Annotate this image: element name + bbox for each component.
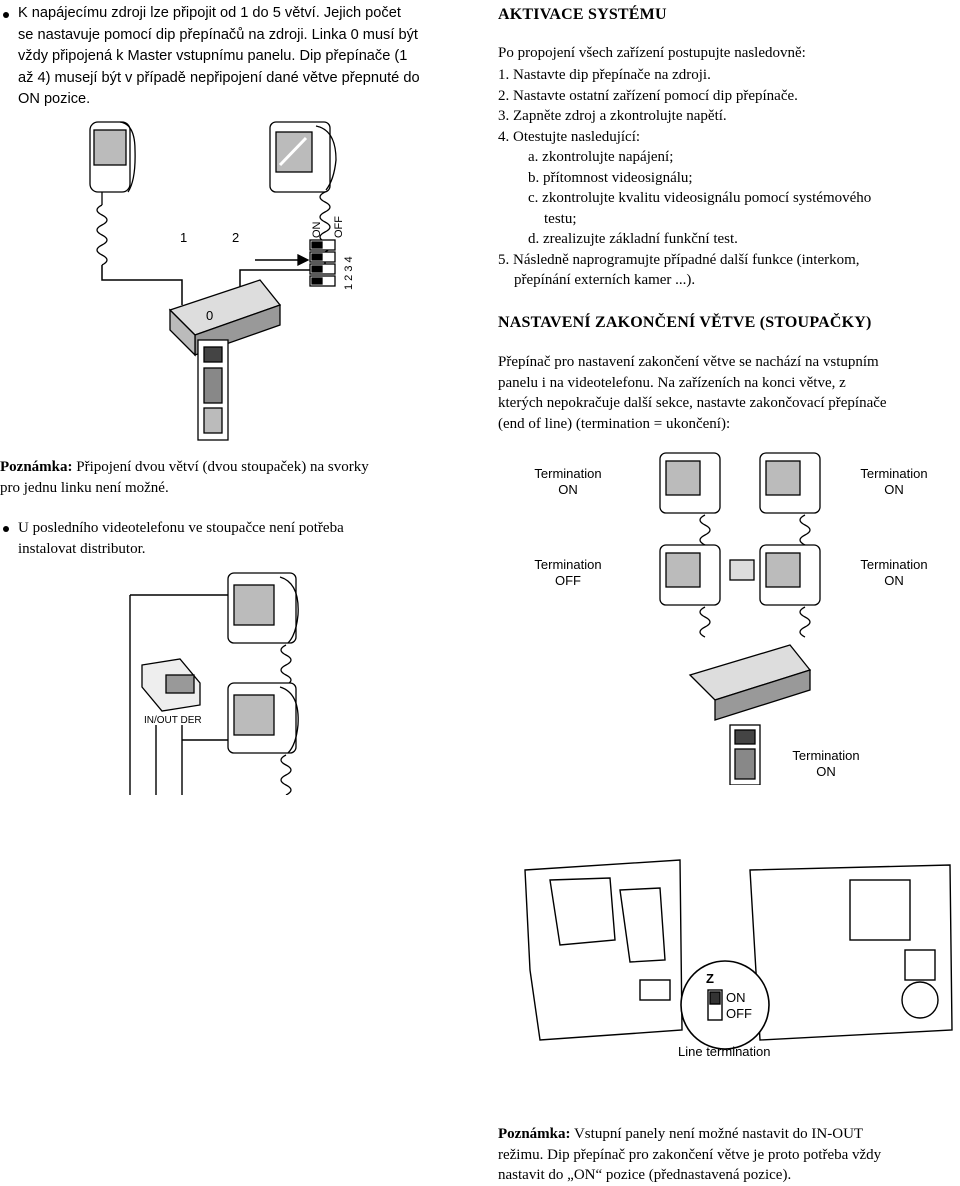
- intro-line: vždy připojená k Master vstupnímu panelu…: [18, 48, 408, 64]
- note-text: Vstupní panely není možné nastavit do IN…: [570, 1126, 864, 1142]
- distributor-label: IN/OUT DER: [144, 715, 202, 726]
- step-subitem: c. zkontrolujte kvalitu videosignálu pom…: [528, 190, 872, 206]
- nastaveni-line: kterých nepokračuje další sekce, nastavt…: [498, 395, 887, 411]
- step-item: přepínání externích kamer ...).: [514, 272, 696, 288]
- term-label-mid-left: OFF: [555, 573, 581, 588]
- dip-numbers-label: 1 2 3 4: [343, 256, 355, 290]
- intro-paragraph: K napájecímu zdroji lze připojit od 1 do…: [18, 3, 420, 111]
- intro-line: ON pozice.: [18, 91, 91, 107]
- step-subitem: d. zrealizujte základní funkční test.: [528, 231, 738, 247]
- board-on-label: ON: [726, 990, 746, 1005]
- bullet-line: U posledního videotelefonu ve stoupačce …: [18, 520, 344, 536]
- term-label-top-right: Termination: [860, 466, 927, 481]
- aktivace-intro: Po propojení všech zařízení postupujte n…: [498, 45, 806, 61]
- note-text: nastavit do „ON“ pozice (přednastavená p…: [498, 1167, 792, 1183]
- term-label-mid-left: Termination: [534, 557, 601, 572]
- step-subitem: b. přítomnost videosignálu;: [528, 169, 693, 186]
- nastaveni-line: panelu i na videotelefonu. Na zařízeních…: [498, 374, 846, 391]
- note-label: Poznámka:: [0, 459, 73, 475]
- term-label-top-right: ON: [884, 482, 904, 497]
- bullet-dot: [3, 526, 9, 532]
- term-label-mid-right: ON: [884, 573, 904, 588]
- note-1: Poznámka: Připojení dvou větví (dvou sto…: [0, 457, 369, 498]
- nastaveni-line: Přepínač pro nastavení zakončení větve s…: [498, 354, 879, 370]
- label-branch-0: 0: [206, 308, 213, 323]
- label-branch-1: 1: [180, 230, 187, 245]
- intro-line: se nastavuje pomocí dip přepínačů na zdr…: [18, 26, 418, 43]
- term-label-bottom: ON: [816, 764, 836, 779]
- step-item: 1. Nastavte dip přepínače na zdroji.: [498, 67, 711, 83]
- nastaveni-paragraph: Přepínač pro nastavení zakončení větve s…: [498, 352, 887, 434]
- step-subitem: a. zkontrolujte napájení;: [528, 149, 674, 165]
- line-termination-board: Z ON OFF Line termination: [524, 859, 953, 1059]
- aktivace-steps: 1. Nastavte dip přepínače na zdroji. 2. …: [498, 65, 871, 291]
- term-label-mid-right: Termination: [860, 557, 927, 572]
- note-label: Poznámka:: [498, 1126, 571, 1142]
- intro-line: až 4) musejí být v případě nepřipojení d…: [18, 69, 420, 86]
- term-label-top-left: Termination: [534, 466, 601, 481]
- note-text: režimu. Dip přepínač pro zakončení větve…: [498, 1146, 882, 1163]
- board-z-label: Z: [706, 971, 714, 986]
- step-item: 2. Nastavte ostatní zařízení pomocí dip …: [498, 87, 798, 104]
- note-text: Připojení dvou větví (dvou stoupaček) na…: [72, 459, 369, 475]
- step-item: 3. Zapněte zdroj a zkontrolujte napětí.: [498, 108, 727, 124]
- note-2: Poznámka: Vstupní panely není možné nast…: [498, 1124, 881, 1186]
- dip-off-label: OFF: [333, 216, 345, 238]
- termination-diagram: Termination ON Termination ON Terminatio…: [534, 452, 928, 785]
- bullet-2-text: U posledního videotelefonu ve stoupačce …: [18, 518, 344, 559]
- line-termination-caption: Line termination: [678, 1044, 771, 1059]
- dip-on-label: ON: [311, 221, 323, 238]
- bullet-line: instalovat distributor.: [18, 540, 146, 557]
- aktivace-heading: AKTIVACE SYSTÉMU: [498, 6, 667, 23]
- nastaveni-line: (end of line) (termination = ukončení):: [498, 415, 731, 432]
- step-item: 5. Následně naprogramujte případné další…: [498, 251, 860, 268]
- bullet-dot: [3, 12, 9, 18]
- intro-line: K napájecímu zdroji lze připojit od 1 do…: [18, 5, 401, 21]
- term-label-top-left: ON: [558, 482, 578, 497]
- nastaveni-heading: NASTAVENÍ ZAKONČENÍ VĚTVE (STOUPAČKY): [498, 314, 872, 331]
- board-off-label: OFF: [726, 1006, 752, 1021]
- step-subitem: testu;: [544, 210, 577, 227]
- power-supply-diagram: 1 2 0 ON OFF 1 2 3 4: [89, 121, 355, 441]
- distributor-diagram: IN/OUT DER: [129, 572, 299, 795]
- step-item: 4. Otestujte nasledující:: [498, 128, 641, 145]
- label-branch-2: 2: [232, 230, 239, 245]
- note-text: pro jednu linku není možné.: [0, 479, 169, 496]
- term-label-bottom: Termination: [792, 748, 859, 763]
